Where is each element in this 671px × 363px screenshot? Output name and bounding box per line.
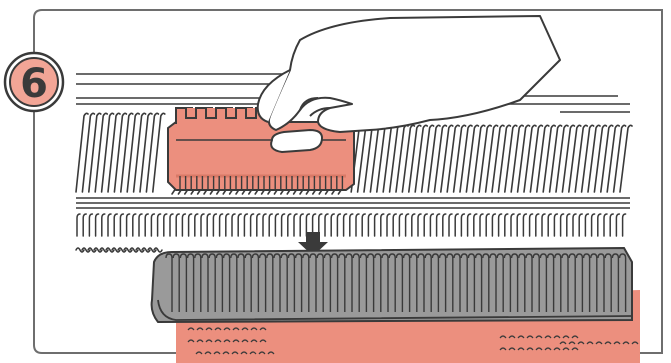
hem-comb [152,248,632,322]
step-number: 6 [20,61,48,107]
step-number-badge: 6 [5,53,63,111]
